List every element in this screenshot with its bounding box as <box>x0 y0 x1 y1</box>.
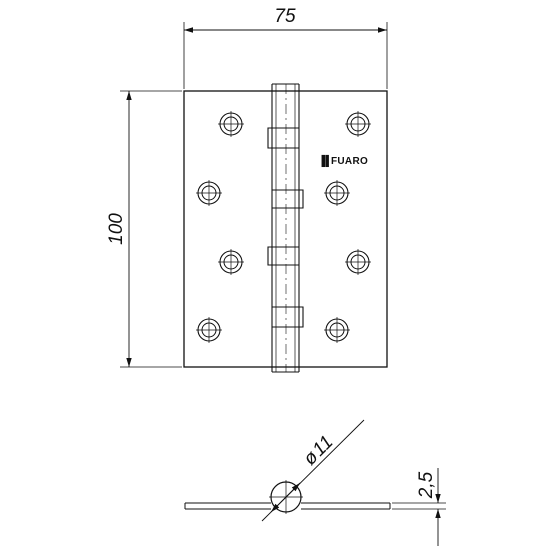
diameter-label: ø 11 <box>300 432 338 470</box>
screw-hole <box>345 249 371 275</box>
brand-name: FUARO <box>331 156 368 167</box>
hinge-leaves <box>184 502 391 510</box>
brand-mark: ▐▌ FUARO <box>318 154 368 168</box>
screw-holes <box>196 111 371 343</box>
width-dimension-label: 75 <box>274 6 296 27</box>
width-dimension: 75 <box>183 6 388 89</box>
hinge-front-view: ▐▌ FUARO <box>183 83 388 373</box>
height-dimension: 100 <box>106 90 182 368</box>
hinge-plate-outline <box>183 90 388 368</box>
screw-hole <box>196 317 222 343</box>
screw-hole <box>324 180 350 206</box>
screw-hole <box>218 249 244 275</box>
knuckle-segments <box>267 127 304 328</box>
screw-hole <box>218 111 244 137</box>
screw-hole <box>345 111 371 137</box>
height-dimension-label: 100 <box>106 213 127 245</box>
screw-hole <box>324 317 350 343</box>
thickness-dimension: 2,5 <box>392 468 446 546</box>
thickness-dimension-label: 2,5 <box>416 471 437 499</box>
screw-hole <box>196 180 222 206</box>
hinge-side-view: ø 11 2,5 <box>184 419 446 546</box>
hinge-knuckle-column <box>271 83 300 373</box>
brand-logo-icon: ▐▌ <box>318 154 333 168</box>
